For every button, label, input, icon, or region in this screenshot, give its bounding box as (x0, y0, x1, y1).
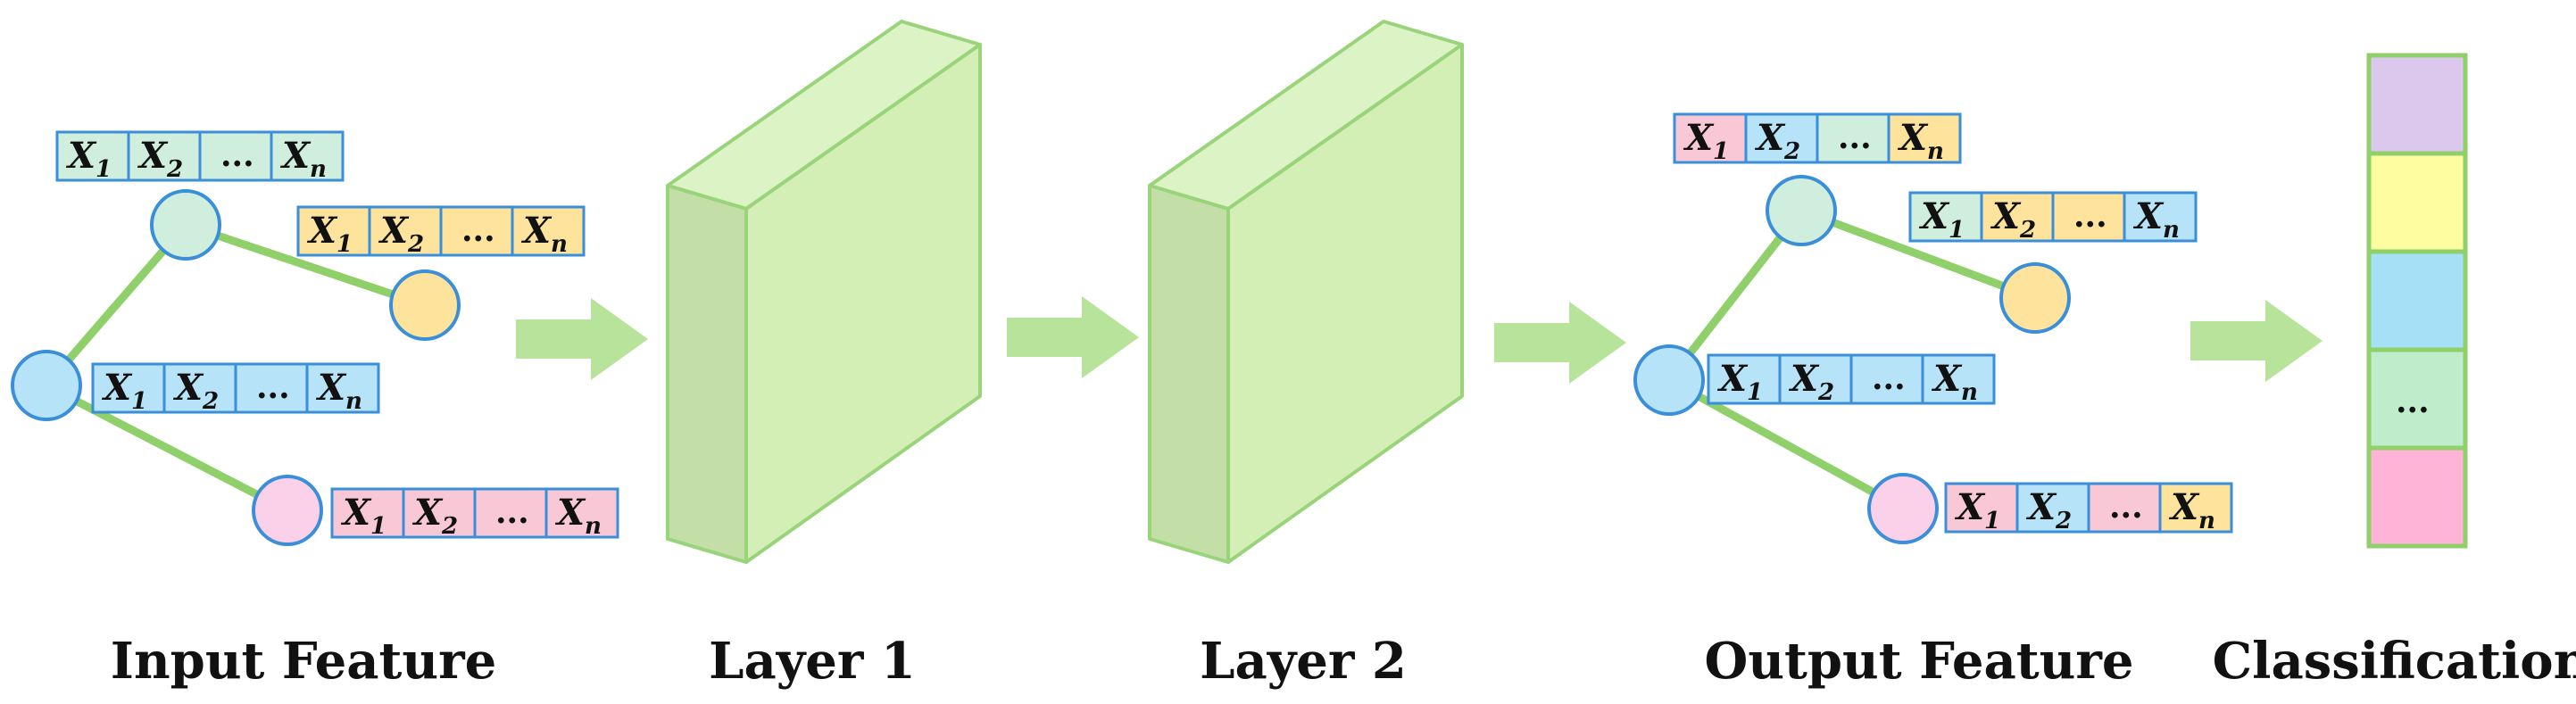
feature-vector-pink (330, 487, 619, 540)
edge (1799, 206, 2037, 302)
input-feature-graph (11, 130, 619, 546)
label-layer2: Layer 2 (1200, 632, 1407, 691)
edge (1666, 208, 1805, 383)
graph-node-yellow (1999, 262, 2071, 334)
feature-vector-blue (91, 362, 380, 415)
label-output-feature: Output Feature (1705, 632, 2134, 691)
arrow-right-icon (2190, 300, 2323, 382)
graph-node-pink (1867, 473, 1939, 544)
graph-node-blue (1633, 344, 1705, 416)
class-cell-yellow (2366, 151, 2468, 254)
layer-front-face (1226, 43, 1464, 564)
graph-node-pink (252, 475, 323, 546)
label-classification: Classification (2213, 632, 2576, 691)
edge (44, 382, 290, 514)
arrow-right-icon (1007, 296, 1139, 378)
class-cell-purple (2366, 53, 2468, 156)
graph-node-mint (1766, 175, 1837, 246)
layer-side-face (666, 184, 748, 564)
layer2-block (1148, 20, 1464, 564)
feature-vector-blue-out (1707, 353, 1996, 406)
graph-node-mint (150, 189, 221, 261)
graph-node-yellow (389, 269, 461, 341)
class-ellipsis: ... (2396, 383, 2430, 420)
class-cell-green (2366, 347, 2468, 451)
label-input-feature: Input Feature (111, 632, 496, 691)
layer-front-face (744, 43, 982, 564)
arrow-right-icon (516, 298, 648, 380)
graph-node-blue (11, 350, 82, 421)
layer1-block (666, 20, 982, 564)
label-layer1: Layer 1 (709, 632, 916, 691)
feature-vector-yellow (296, 205, 586, 258)
feature-vector-mixed-top (1673, 112, 1962, 165)
class-cell-blue (2366, 249, 2468, 352)
feature-vector-mixed-bottom (1944, 482, 2233, 534)
classification-stack: ... (2366, 53, 2468, 549)
arrow-right-icon (1494, 302, 1626, 384)
class-cell-pink (2366, 445, 2468, 549)
feature-vector-mixed-right (1908, 191, 2198, 244)
edge (184, 220, 427, 310)
output-feature-graph (1633, 112, 2233, 544)
feature-vector-mint (55, 130, 345, 183)
layer-side-face (1148, 184, 1230, 564)
